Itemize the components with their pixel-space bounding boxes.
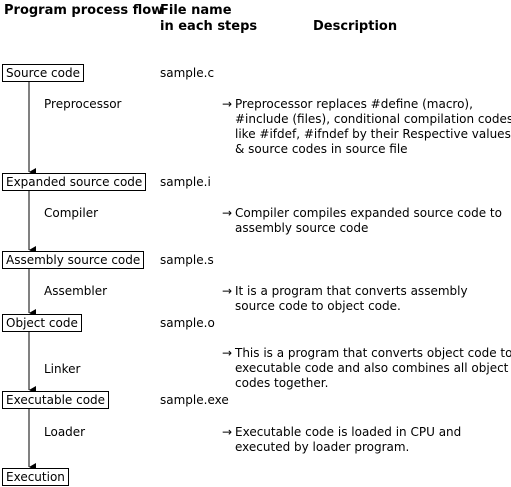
description-linker: →This is a program that converts object …	[222, 346, 511, 391]
description-text: This is a program that converts object c…	[235, 346, 511, 390]
description-text: Executable code is loaded in CPU and exe…	[235, 425, 462, 454]
right-arrow-icon: →	[222, 346, 233, 360]
right-arrow-icon: →	[222, 284, 233, 298]
file-name-column-header-line2: in each steps	[160, 19, 258, 34]
stage-expanded-source-code: Expanded source code	[2, 173, 147, 191]
process-assembler: Assembler	[44, 284, 108, 298]
right-arrow-icon: →	[222, 206, 233, 220]
description-loader: →Executable code is loaded in CPU and ex…	[222, 425, 497, 455]
description-preprocessor: →Preprocessor replaces #define (macro), …	[222, 97, 511, 157]
process-loader: Loader	[44, 425, 86, 439]
description-column-header: Description	[313, 19, 398, 34]
right-arrow-icon: →	[222, 425, 233, 439]
description-text: Compiler compiles expanded source code t…	[235, 206, 502, 235]
stage-executable-code: Executable code	[2, 391, 110, 409]
right-arrow-icon: →	[222, 97, 233, 111]
file-name-assembly: sample.s	[160, 253, 214, 267]
stage-source-code: Source code	[2, 64, 84, 82]
description-assembler: →It is a program that converts assembly …	[222, 284, 497, 314]
stage-object-code: Object code	[2, 314, 82, 332]
stage-assembly-source-code: Assembly source code	[2, 251, 145, 269]
description-text: It is a program that converts assembly s…	[235, 284, 468, 313]
description-compiler: →Compiler compiles expanded source code …	[222, 206, 505, 236]
flow-column-header: Program process flow	[4, 3, 164, 18]
description-text: Preprocessor replaces #define (macro), #…	[235, 97, 511, 156]
file-name-source: sample.c	[160, 66, 215, 80]
process-linker: Linker	[44, 362, 81, 376]
process-preprocessor: Preprocessor	[44, 97, 122, 111]
file-name-executable: sample.exe	[160, 393, 229, 407]
process-compiler: Compiler	[44, 206, 99, 220]
stage-execution: Execution	[2, 468, 69, 486]
file-name-object: sample.o	[160, 316, 215, 330]
file-name-column-header-line1: File name	[160, 3, 232, 18]
file-name-expanded: sample.i	[160, 175, 211, 189]
